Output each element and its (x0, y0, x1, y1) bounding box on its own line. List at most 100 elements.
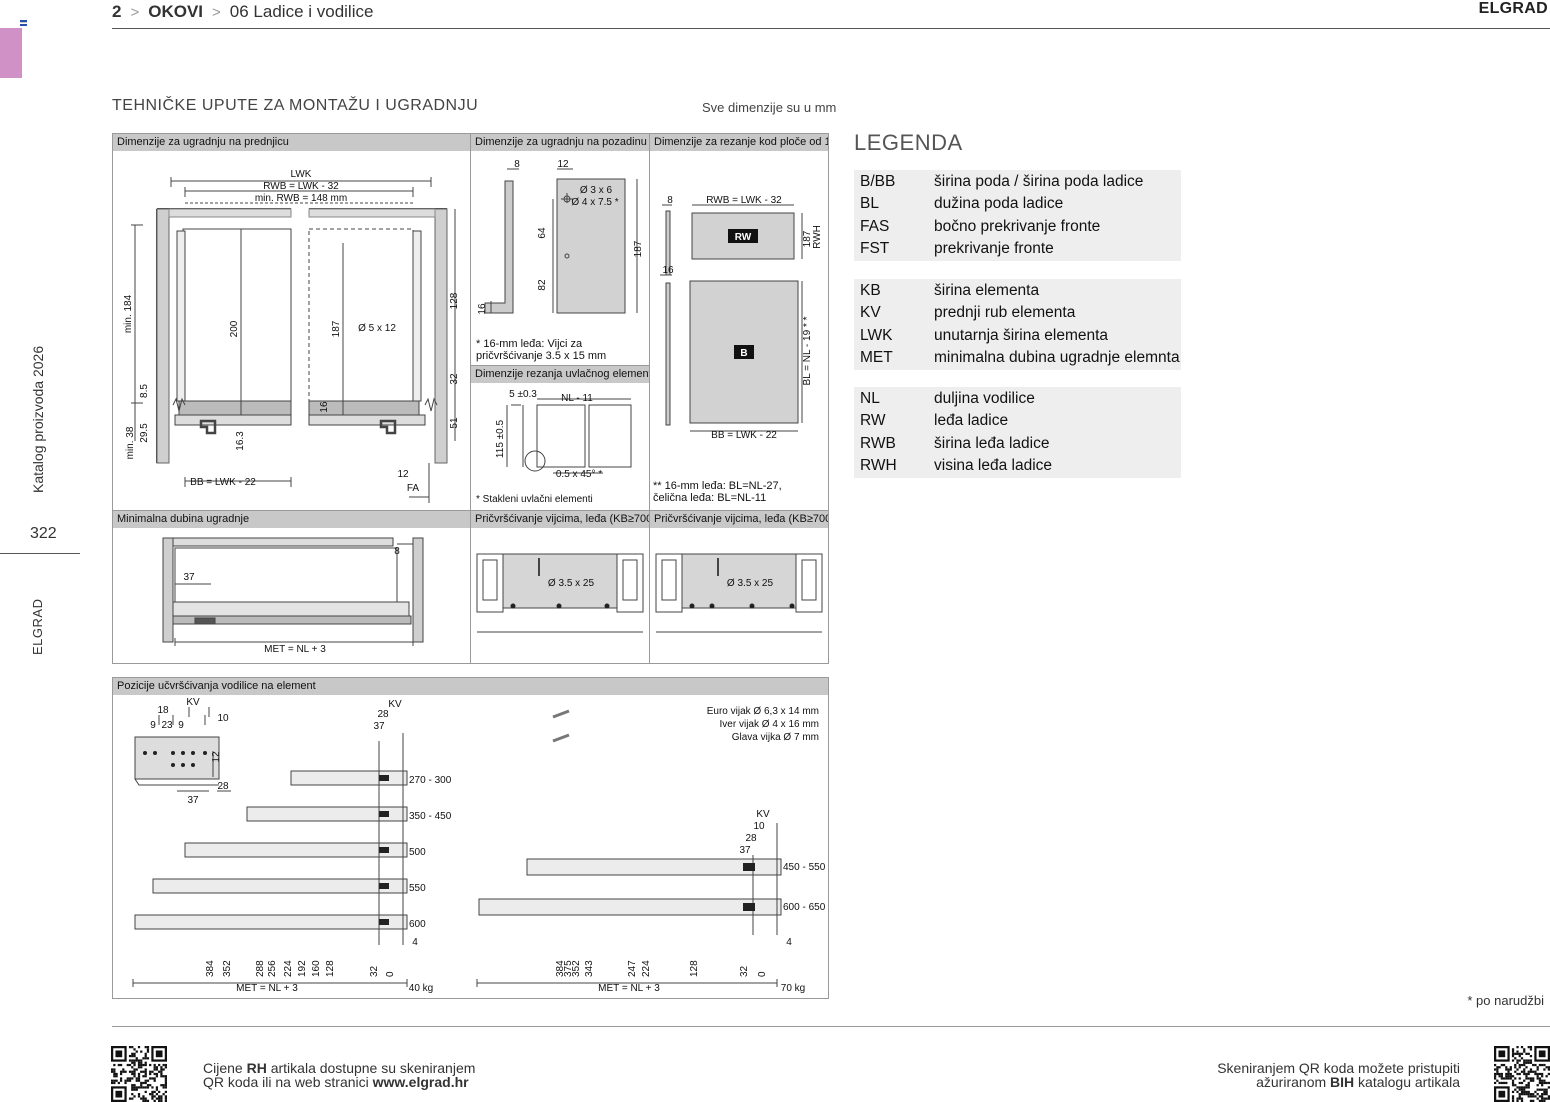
legend-key: KV (860, 304, 881, 322)
screw-spec-3: Glava vijka Ø 7 mm (732, 732, 819, 743)
legend-key: FST (860, 240, 890, 258)
footer-text: katalogu artikala (1354, 1074, 1460, 1090)
dim-8: 8 (394, 546, 400, 557)
dim-min38: min. 38 (125, 426, 136, 459)
legend-value: visina leđa ladice (934, 457, 1053, 475)
rail-dim-label: 128 (689, 960, 700, 977)
legend-title: LEGENDA (854, 130, 963, 155)
footer-text: artikala dostupne su skeniranjem (266, 1060, 476, 1076)
dim-187: 187 (331, 320, 342, 337)
panel-positions: Pozicije učvršćivanja vodilice na elemen… (112, 677, 829, 999)
panel-back-mount: Dimenzije za ugradnju na pozadinu 8 12 Ø… (470, 133, 650, 366)
detail-kv: KV (186, 697, 200, 708)
right-28: 28 (745, 833, 757, 844)
rail-dim-label: 32 (739, 965, 750, 977)
legend-row: KV prednji rub elementa (854, 302, 1181, 324)
panel-title: Pozicije učvršćivanja vodilice na elemen… (113, 678, 828, 695)
legend-value: minimalna dubina ugradnje elemnta (934, 349, 1180, 367)
detail-12: 12 (211, 751, 222, 763)
header-divider (112, 28, 1550, 29)
glass-cut-diagram: 5 ±0.3 NL - 11 115 ±0.5 0.5 x 45° * (495, 389, 632, 480)
qr-code-bih[interactable] (1494, 1046, 1550, 1102)
rail-dim-label: 352 (222, 960, 233, 977)
rail-dim-label: 160 (311, 960, 322, 977)
screw-back-diagram-2: Ø 3.5 x 25 (655, 553, 823, 633)
rail-dim-label: 288 (255, 960, 266, 977)
legend-row: FST prekrivanje fronte (854, 238, 1181, 260)
rail-dim-label: 224 (283, 960, 294, 977)
panel-front-mount: Dimenzije za ugradnju na prednjicu (112, 133, 471, 511)
chevron-right-icon: > (212, 3, 221, 21)
detail-9b: 9 (178, 720, 184, 731)
dim-16: 16 (477, 303, 488, 315)
dim-187: 187 (802, 230, 813, 247)
legend-value: prekrivanje fronte (934, 240, 1054, 258)
panel-title: Dimenzije za ugradnju na prednjicu (113, 134, 470, 151)
chapter-number: 2 (112, 2, 122, 21)
dim-min184: min. 184 (123, 294, 134, 333)
rail-dim-label: 384 (555, 960, 566, 977)
legend-key: RW (860, 412, 886, 430)
legend-value: unutarnja širina elementa (934, 326, 1109, 344)
left-28: 28 (377, 709, 389, 720)
website-link[interactable]: www.elgrad.hr (372, 1074, 469, 1090)
section-title: TEHNIČKE UPUTE ZA MONTAŽU I UGRADNJU (112, 97, 479, 114)
dim-29-5: 29.5 (139, 423, 150, 443)
front-mount-diagram: LWK RWB = LWK - 32 min. RWB = 148 mm min… (123, 169, 460, 503)
panel-title: Dimenzije za rezanje kod ploče od 16 mm (650, 134, 828, 151)
dim-16-3: 16.3 (235, 431, 246, 451)
back-note-1: * 16-mm leđa: Vijci za (476, 338, 583, 350)
min-depth-diagram: 8 37 MET = NL + 3 (162, 537, 424, 655)
section-link[interactable]: OKOVI (148, 2, 204, 21)
left-37: 37 (373, 721, 385, 732)
dim-rwb: RWB = LWK - 32 (263, 181, 339, 192)
panel-title: Pričvršćivanje vijcima, leđa (KB≥700) (471, 511, 649, 528)
dim-82: 82 (537, 279, 548, 291)
dim-5: 5 ±0.3 (509, 389, 537, 400)
dim-rwb: RWB = LWK - 32 (706, 195, 782, 206)
dim-12: 12 (397, 469, 409, 480)
rail-length-label: 270 - 300 (409, 775, 452, 786)
dimension-note: Sve dimenzije su u mm (702, 100, 837, 115)
panel-title: Minimalna dubina ugradnje (113, 511, 470, 528)
cut-16mm-diagram: 8 RWB = LWK - 32 RW 187 RWH 16 B BL = NL… (660, 195, 823, 441)
legend-row: RWH visina leđa ladice (854, 455, 1181, 477)
dim-16: 16 (319, 401, 330, 413)
screw-back-diagram-1: Ø 3.5 x 25 (476, 553, 644, 633)
detail-37: 37 (187, 795, 199, 806)
panel-screw-back-1: Pričvršćivanje vijcima, leđa (KB≥700) Ø … (470, 510, 650, 664)
legend-key: RWH (860, 457, 897, 475)
rail-length-label: 600 - 650 (783, 902, 826, 913)
glass-note: * Stakleni uvlačni elementi (476, 494, 593, 505)
right-load: 70 kg (781, 983, 805, 994)
screw-label: Ø 5 x 12 (358, 323, 396, 334)
legend-value: širina poda / širina poda ladice (934, 173, 1144, 191)
detail-9a: 9 (150, 720, 156, 731)
dim-51: 51 (449, 417, 460, 429)
page-number: 322 (30, 525, 57, 542)
left-4: 4 (412, 937, 418, 948)
qr-code-rh[interactable] (111, 1046, 167, 1102)
legend-value: prednji rub elementa (934, 304, 1076, 322)
legend-value: bočno prekrivanje fronte (934, 217, 1101, 235)
brand-header: ELGRAD (1478, 0, 1548, 17)
panel-cut-16mm: Dimenzije za rezanje kod ploče od 16 mm … (649, 133, 829, 511)
dim-bb: BB = LWK - 22 (711, 430, 777, 441)
rail-length-label: 350 - 450 (409, 811, 452, 822)
right-10: 10 (753, 821, 765, 832)
dim-bl: BL = NL - 19 * * (802, 316, 813, 385)
rw-marker (728, 229, 758, 243)
detail-23: 23 (161, 720, 173, 731)
left-load: 40 kg (409, 983, 433, 994)
rail-length-label: 450 - 550 (783, 862, 826, 873)
rail-dim-label: 32 (369, 965, 380, 977)
